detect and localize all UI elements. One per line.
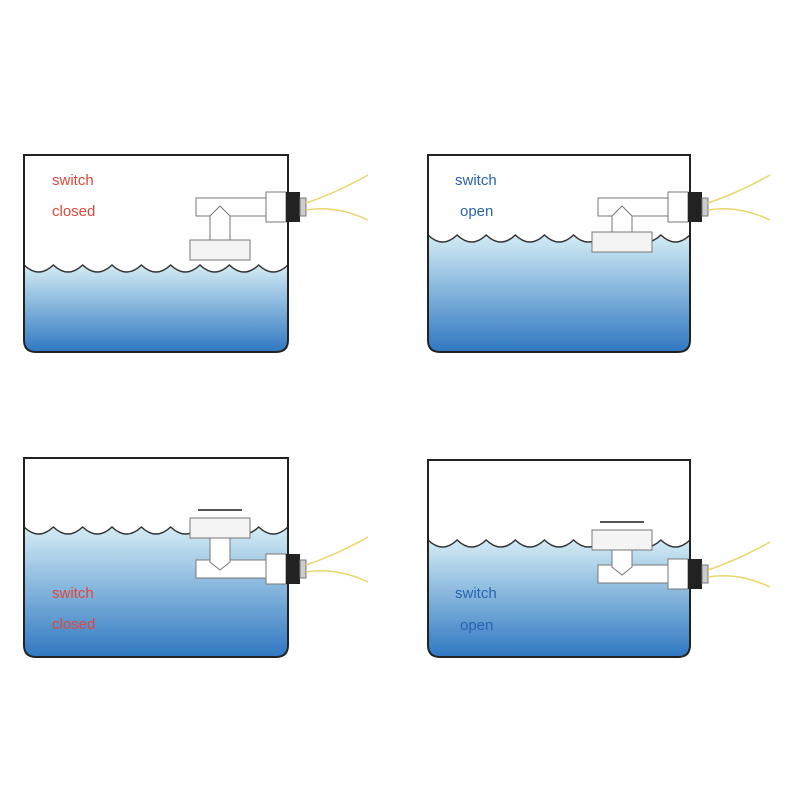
panel-top-left [23,154,369,353]
float [189,239,251,261]
float-shaft [611,205,633,233]
water [24,265,288,352]
water-surface-line [23,263,289,273]
sensor-stem [195,559,267,579]
sensor-connector [688,559,702,589]
panel-4-label-line2: open [460,617,493,634]
sensor-thread [299,559,307,579]
panel-2-label-line2: open [460,203,493,220]
tank-outline [23,457,289,658]
panel-1-label-line1: switch [52,172,94,189]
sensor-thread [701,564,709,584]
panel-top-right [427,154,771,353]
tank-outline [427,459,691,658]
float [189,517,251,539]
float-shaft [209,205,231,241]
float [591,231,653,253]
wires [707,541,771,588]
sensor-connector [286,554,300,584]
sensor-nut [667,191,689,223]
panel-bottom-left [23,457,369,658]
panel-2-label-line1: switch [455,172,497,189]
tank-outline [23,154,289,353]
wires [707,174,771,221]
sensor-thread [701,197,709,217]
panel-bottom-right [427,459,771,658]
panel-1-label-line2: closed [52,203,95,220]
sensor-nut [265,191,287,223]
sensor-thread [299,197,307,217]
sensor-stem [597,197,669,217]
sensor-nut [265,553,287,585]
water [428,235,690,352]
float [591,529,653,551]
sensor-nut [667,558,689,590]
sensor-stem [195,197,267,217]
sensor-connector [286,192,300,222]
panel-3-label-line2: closed [52,616,95,633]
wires [305,536,369,583]
sensor-connector [688,192,702,222]
wires [305,174,369,221]
sensor-stem [597,564,669,584]
panel-3-label-line1: switch [52,585,94,602]
panel-4-label-line1: switch [455,585,497,602]
tank-outline [427,154,691,353]
